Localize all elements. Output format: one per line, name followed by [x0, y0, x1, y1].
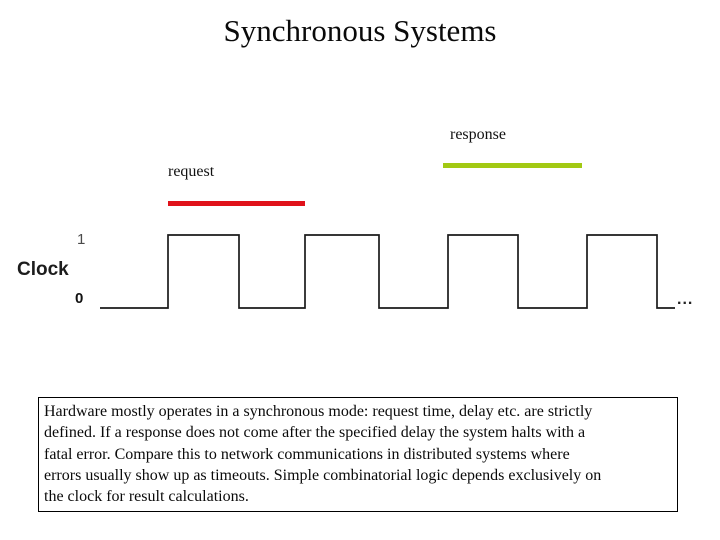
request-underline: [168, 201, 305, 206]
response-label: response: [450, 126, 506, 143]
note-line: Hardware mostly operates in a synchronou…: [44, 403, 593, 420]
response-underline: [443, 163, 582, 168]
clock-waveform-path: [100, 234, 675, 309]
note-line: defined. If a response does not come aft…: [44, 424, 586, 442]
waveform-ellipsis: ...: [677, 291, 694, 308]
request-label: request: [168, 163, 215, 180]
note-line: errors usually show up as timeouts. Simp…: [44, 466, 602, 484]
note-line: fatal error. Compare this to network com…: [44, 445, 570, 463]
slide-title: Synchronous Systems: [223, 13, 497, 48]
clock-level-1-label: 1: [77, 231, 86, 248]
clock-level-0-label: 0: [75, 290, 84, 307]
clock-label: Clock: [17, 259, 69, 280]
note-line: the clock for result calculations.: [44, 488, 249, 506]
note-box: Hardware mostly operates in a synchronou…: [38, 397, 678, 512]
